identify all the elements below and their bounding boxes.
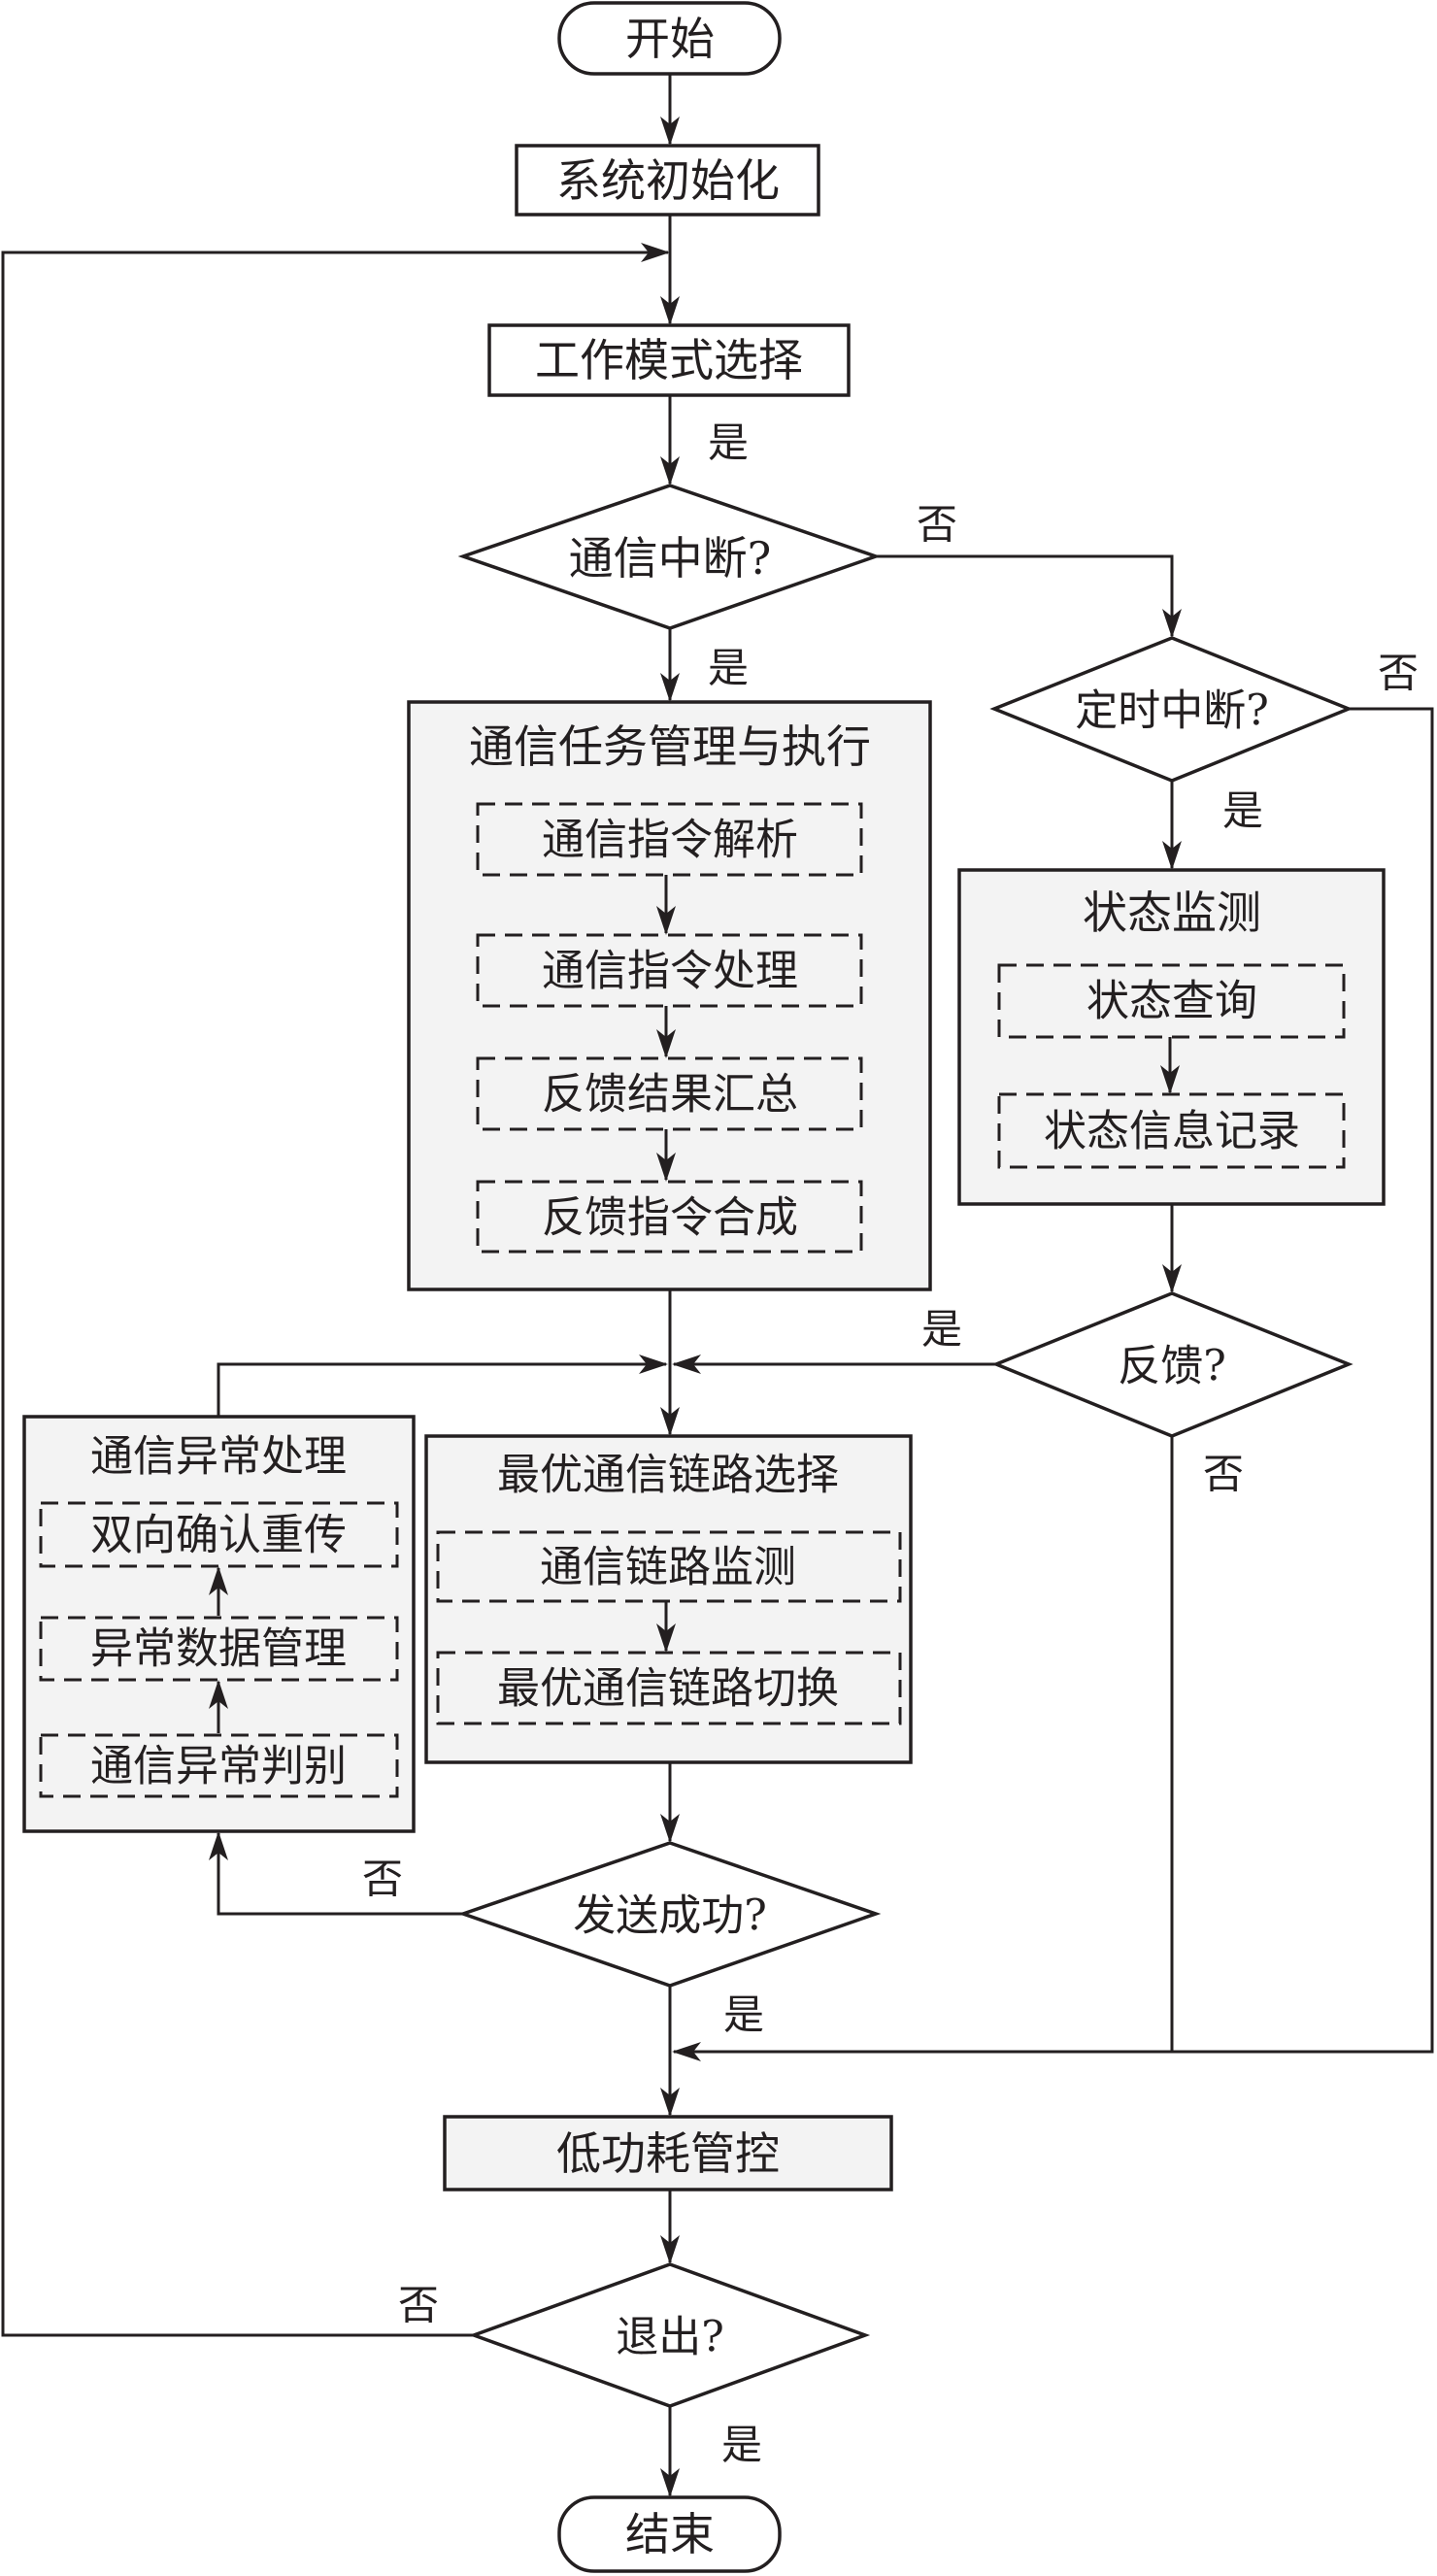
label-no-comm: 否 [917,501,957,549]
comm-exception-title: 通信异常处理 [90,1432,347,1482]
link-select-step: 通信链路监测 [540,1543,796,1592]
init-node: 系统初始化 [515,144,820,217]
comm-task-step: 通信指令处理 [542,947,798,996]
comm-task-step: 通信指令解析 [542,816,798,865]
label-yes-comm: 是 [708,645,749,692]
edge-comm-no [876,554,1182,638]
exit-label: 退出? [616,2313,724,2362]
timer-interrupt-decision: 定时中断? [989,636,1353,783]
start-label: 开始 [625,13,715,65]
connectors [1,74,1434,2497]
link-select-title: 最优通信链路选择 [497,1451,839,1500]
comm-interrupt-decision: 通信中断? [457,484,882,630]
comm-interrupt-label: 通信中断? [569,532,772,585]
status-monitor-group: 状态监测 状态查询 状态信息记录 [957,868,1386,1206]
edge-exit-no-loop [1,243,670,2337]
mode-select-node: 工作模式选择 [487,323,851,397]
feedback-label: 反馈? [1118,1342,1226,1391]
comm-exception-step: 双向确认重传 [90,1511,347,1560]
comm-task-step: 反馈结果汇总 [542,1070,798,1120]
feedback-decision: 反馈? [991,1291,1353,1438]
label-no-send: 否 [362,1856,403,1903]
status-monitor-title: 状态监测 [1083,887,1261,939]
end-label: 结束 [625,2508,715,2560]
mode-select-label: 工作模式选择 [535,334,803,386]
status-monitor-step: 状态信息记录 [1044,1107,1300,1156]
link-select-group: 最优通信链路选择 通信链路监测 最优通信链路切换 [424,1434,913,1764]
edge-send-no [209,1831,463,1916]
end-node: 结束 [557,2495,782,2573]
link-select-step: 最优通信链路切换 [497,1664,839,1714]
send-success-decision: 发送成功? [457,1841,882,1988]
start-node: 开始 [557,1,782,76]
comm-task-step: 反馈指令合成 [542,1193,798,1243]
send-success-label: 发送成功? [573,1891,767,1941]
label-yes-feedback: 是 [921,1306,962,1354]
comm-task-title: 通信任务管理与执行 [469,720,871,773]
comm-task-group: 通信任务管理与执行 通信指令解析 通信指令处理 反馈结果汇总 反馈指令合成 [407,700,932,1291]
comm-exception-group: 通信异常处理 双向确认重传 异常数据管理 通信异常判别 [22,1415,416,1833]
timer-interrupt-label: 定时中断? [1075,686,1269,736]
edge-exception-retry [217,1355,668,1417]
label-yes-send: 是 [723,1991,764,2039]
low-power-label: 低功耗管控 [556,2127,780,2180]
label-yes-exit: 是 [721,2422,762,2469]
exit-decision: 退出? [468,2262,871,2408]
low-power-node: 低功耗管控 [443,2115,893,2191]
label-no-exit: 否 [398,2282,439,2329]
edge-timer-no [672,707,1434,2061]
label-yes-timer: 是 [1222,787,1263,835]
label-no-feedback: 否 [1203,1451,1244,1498]
init-label: 系统初始化 [556,154,780,207]
status-monitor-step: 状态查询 [1086,977,1257,1026]
label-yes-mode: 是 [708,419,749,467]
label-no-timer: 否 [1378,650,1419,697]
comm-exception-step: 异常数据管理 [90,1624,347,1674]
comm-exception-step: 通信异常判别 [90,1742,347,1791]
